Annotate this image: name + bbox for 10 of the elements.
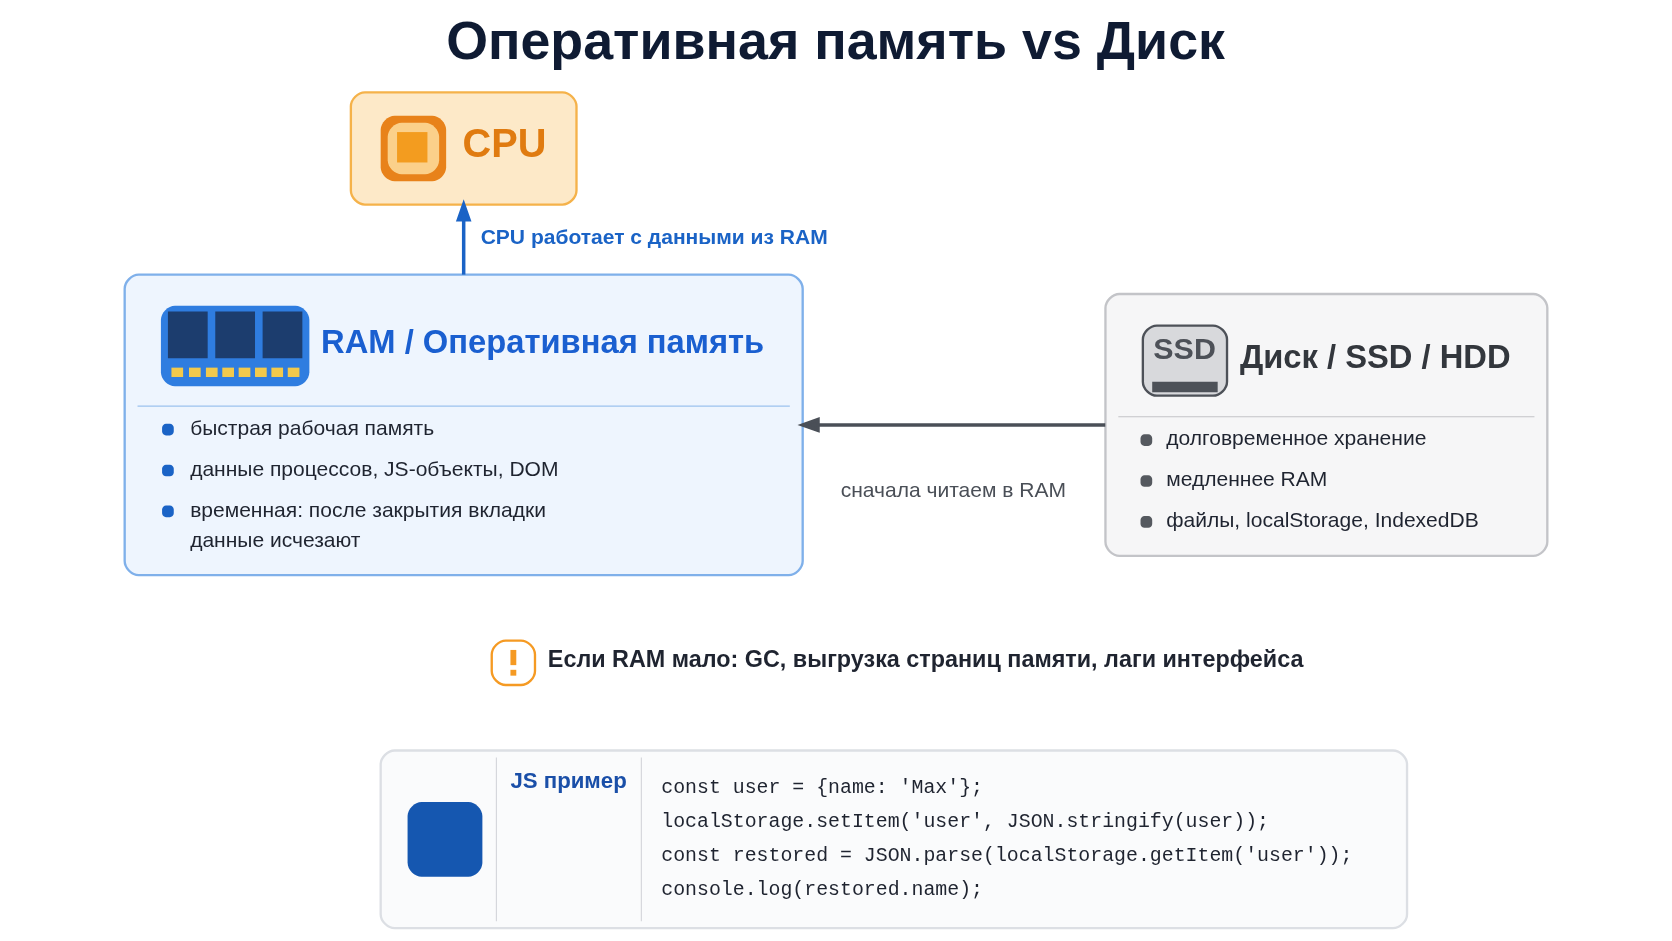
- node-box: SSD Диск / SSD / HDD долговременное хранение медленнее RAM файлы, localStorage, IndexedDB: [1104, 292, 1549, 557]
- node-box: RAM / Оперативная память быстрая рабочая память данные процессов, JS-объекты, DOM временная: после закрытия вкладки данные исчезают: [123, 273, 804, 577]
- node-box: JS пример const user = {name: 'Max'}; localStorage.setItem('user', JSON.stringify(user)); const restored = JSON.parse(localStorage.getItem('user')); console.log(restored.name);: [379, 749, 1409, 930]
- edge-label: CPU работает с данными из RAM: [480, 224, 828, 248]
- diagram-title: Оперативная память vs Диск: [446, 10, 1225, 71]
- edge-label: сначала читаем в RAM: [840, 477, 1067, 501]
- label: Если RAM мало: GC, выгрузка страниц памяти, лаги интерфейса: [547, 646, 1304, 673]
- arrow: [455, 199, 472, 275]
- node-box: CPU: [349, 91, 578, 206]
- arrow: [797, 417, 1106, 433]
